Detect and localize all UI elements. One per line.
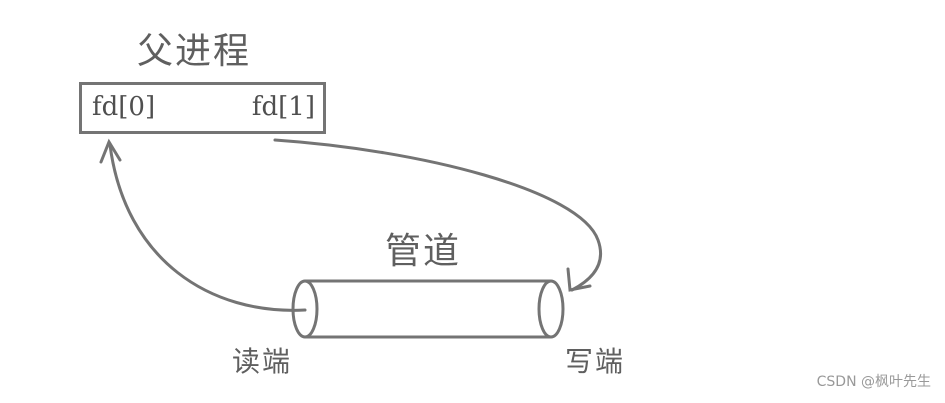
fd-write-label: fd[1] (251, 92, 315, 122)
pipe-right-end (537, 279, 565, 339)
watermark: CSDN @枫叶先生 (816, 374, 931, 390)
pipe-label: 管道 (385, 231, 462, 272)
pipe-cylinder (291, 279, 565, 339)
read-end-label: 读端 (232, 345, 293, 378)
write-arrow-head (566, 267, 592, 292)
write-end-label: 写端 (565, 345, 626, 378)
read-arrow (99, 138, 307, 312)
write-arrow (273, 138, 603, 292)
parent-process-title: 父进程 (137, 31, 252, 72)
fd-box: fd[0] fd[1] (79, 82, 326, 134)
fd-read-label: fd[0] (92, 92, 156, 122)
read-arrow-head (99, 138, 122, 164)
